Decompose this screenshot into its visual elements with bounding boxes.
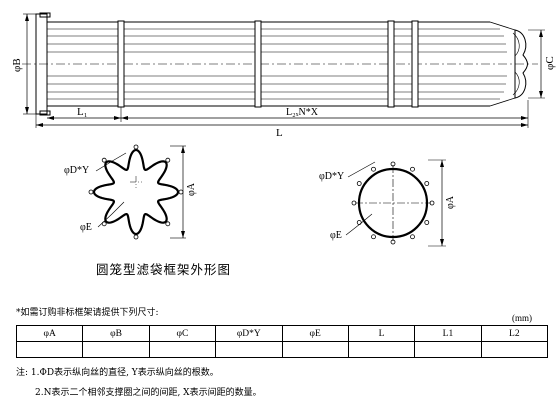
header-cell: φD*Y [215, 325, 283, 342]
support-ring-3 [387, 20, 395, 108]
value-cell [82, 341, 150, 358]
wire-dot [356, 220, 362, 225]
requirement-note: *如需订购非标框架请提供下列尺寸: [16, 308, 159, 318]
header-cell: L2 [480, 325, 549, 342]
round-label-e: φE [330, 230, 342, 241]
value-cell [215, 341, 283, 358]
spec-table: φA φB φC φD*Y φE L L1 L2 [15, 325, 549, 358]
header-cell: L1 [414, 325, 482, 342]
star-label-e: φE [80, 222, 92, 233]
unit-label: (mm) [512, 313, 532, 323]
flange-cap-bottom [39, 110, 51, 116]
wire-dot [88, 189, 94, 195]
label-l2: L₂ₓN*X [286, 107, 319, 118]
note-1: 注: 1.ΦD表示纵向丝的直径, Y表示纵向丝的根数。 [16, 368, 219, 378]
wire-dot [410, 166, 415, 172]
wire-dot [165, 157, 171, 163]
flange-cap-top [39, 12, 51, 18]
wire-dot [165, 221, 171, 227]
value-cell [414, 341, 482, 358]
star-label-dy: φD*Y [64, 165, 89, 176]
value-cell [480, 341, 549, 358]
support-ring-1 [117, 20, 125, 108]
header-cell: φE [281, 325, 349, 342]
wire-dot [133, 144, 139, 150]
wire-dot [133, 234, 139, 240]
wire-dot [101, 157, 107, 163]
star-section [92, 148, 180, 236]
value-cell [347, 341, 416, 358]
support-ring-2 [254, 20, 262, 108]
header-cell: φC [148, 325, 217, 342]
bottom-cap [514, 29, 528, 99]
note-2: 2.N表示二个相邻支撑圈之间的间距, X表示间距的数量。 [35, 388, 262, 398]
wire-dot [356, 181, 362, 186]
star-label-a: φA [186, 182, 197, 196]
wire-dot [424, 220, 430, 225]
cage-frame-drawing: φB φC L₁ L₂ₓN*X L φD*Y φA φE φD*Y φA φE [11, 12, 556, 247]
label-l1: L₁ [77, 106, 88, 118]
value-cell [148, 341, 217, 358]
round-label-a: φA [445, 195, 456, 209]
support-ring-4 [411, 20, 419, 108]
drawing-caption: 圆笼型滤袋框架外形图 [96, 262, 232, 277]
label-l: L [276, 127, 283, 139]
wire-dot [410, 234, 415, 240]
wire-dot [101, 221, 107, 227]
header-cell: L [347, 325, 416, 342]
header-cell: φA [15, 325, 84, 342]
wire-dot [424, 181, 430, 186]
label-phi-b: φB [11, 58, 23, 72]
value-cell [281, 341, 349, 358]
table-row [15, 341, 549, 358]
header-cell: φB [82, 325, 150, 342]
wire-dot [371, 234, 376, 240]
wire-dot [371, 166, 376, 172]
round-label-dy: φD*Y [319, 171, 344, 182]
table-header-row: φA φB φC φD*Y φE L L1 L2 [15, 325, 549, 342]
value-cell [15, 341, 84, 358]
wire-dot [178, 189, 184, 195]
label-phi-c: φC [544, 56, 556, 70]
